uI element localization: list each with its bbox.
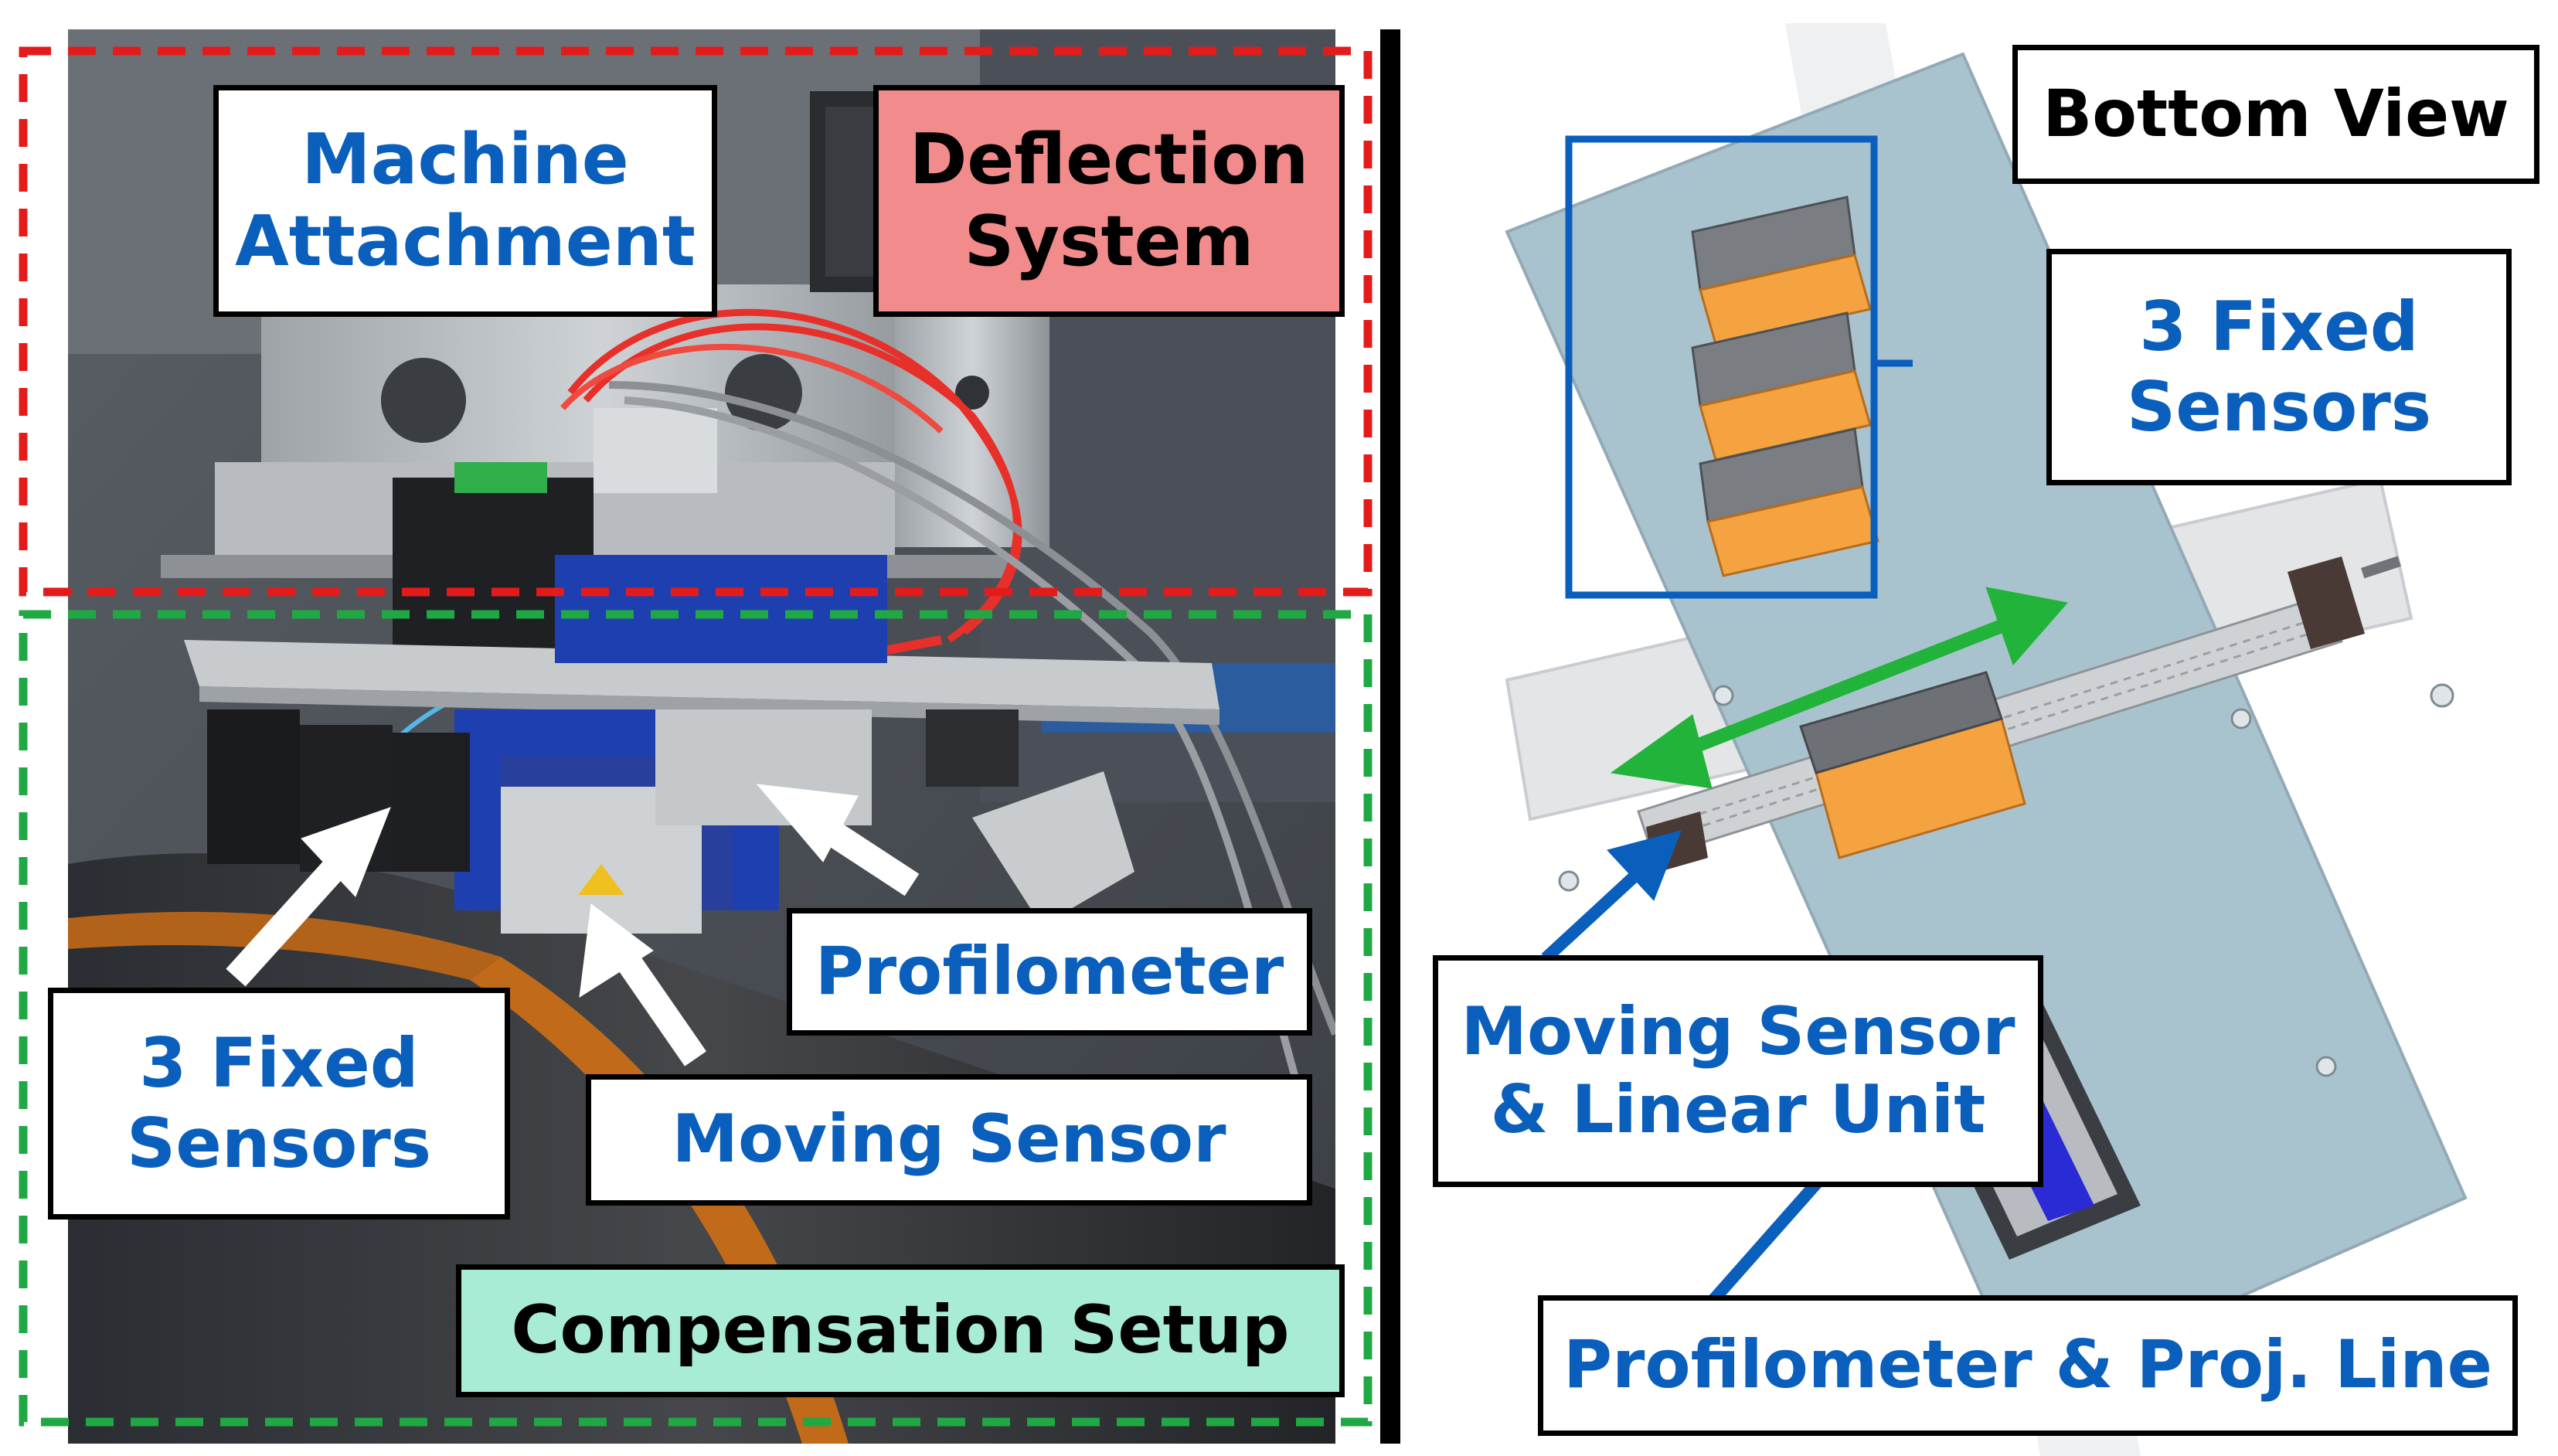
fixed-sensors-box bbox=[1565, 135, 1878, 599]
fixed-sensors-label-left: 3 Fixed Sensors bbox=[48, 988, 510, 1220]
profilometer-body bbox=[655, 709, 872, 825]
bottom-view-label-text: Bottom View bbox=[2043, 76, 2509, 152]
compensation-setup-label: Compensation Setup bbox=[456, 1264, 1345, 1397]
cad-panel bbox=[1414, 0, 2558, 1456]
motion-arrow bbox=[1610, 587, 2068, 789]
fixed-sensor-1 bbox=[207, 709, 300, 864]
fixed-sensors-right-line-2: Sensors bbox=[2126, 367, 2432, 447]
fixed-sensors-left-line-2: Sensors bbox=[126, 1104, 432, 1183]
fixed-sensors-label-right: 3 Fixed Sensors bbox=[2046, 249, 2512, 485]
fixed-sensors-left-line-1: 3 Fixed bbox=[139, 1023, 419, 1104]
moving-sensor-linear-unit-line-1: Moving Sensor bbox=[1461, 992, 2015, 1070]
blue-holder bbox=[555, 555, 887, 663]
fixed-sensors-right-line-1: 3 Fixed bbox=[2139, 287, 2419, 367]
deflection-system-label: Deflection System bbox=[873, 85, 1345, 317]
profilometer-proj-line-label: Profilometer & Proj. Line bbox=[1538, 1295, 2518, 1436]
moving-sensor-label: Moving Sensor bbox=[586, 1074, 1312, 1206]
machine-attachment-label: Machine Attachment bbox=[213, 85, 717, 317]
compensation-setup-label-text: Compensation Setup bbox=[511, 1291, 1290, 1369]
profilometer-proj-line-label-text: Profilometer & Proj. Line bbox=[1563, 1326, 2492, 1404]
moving-sensor-linear-unit-label: Moving Sensor & Linear Unit bbox=[1433, 955, 2043, 1187]
profilometer-label: Profilometer bbox=[787, 908, 1312, 1036]
panel-divider bbox=[1380, 29, 1400, 1444]
bottom-view-label: Bottom View bbox=[2012, 45, 2539, 184]
moving-sensor-label-text: Moving Sensor bbox=[672, 1101, 1226, 1179]
cad-illustration bbox=[1505, 23, 2468, 1456]
machine-attachment-line-1: Machine bbox=[301, 118, 629, 200]
fixed-sensors-cad bbox=[1691, 196, 1879, 577]
deflection-system-line-2: System bbox=[964, 201, 1254, 282]
profilometer-label-text: Profilometer bbox=[815, 932, 1284, 1010]
moving-sensor-linear-unit-line-2: & Linear Unit bbox=[1490, 1071, 1986, 1148]
machine-attachment-line-2: Attachment bbox=[235, 201, 696, 282]
deflection-system-line-1: Deflection bbox=[909, 118, 1309, 200]
